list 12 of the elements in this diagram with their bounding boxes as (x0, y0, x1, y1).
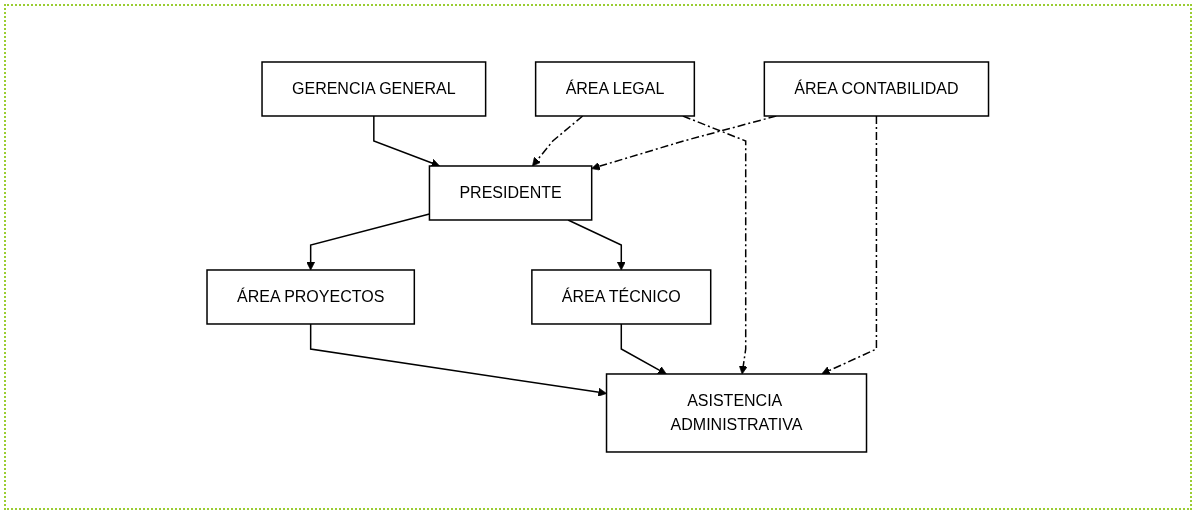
node-box: GERENCIA GENERAL (261, 61, 487, 117)
node-box: ÁREA CONTABILIDAD (763, 61, 990, 117)
node-box: ÁREA PROYECTOS (206, 269, 416, 325)
node-box: ÁREA LEGAL (535, 61, 696, 117)
node-box: PRESIDENTE (428, 165, 593, 221)
node-box: ASISTENCIA ADMINISTRATIVA (606, 373, 868, 453)
arrow (532, 115, 584, 167)
arrow (373, 115, 441, 168)
arrow (821, 115, 878, 375)
arrow (567, 219, 626, 271)
arrow (620, 323, 667, 375)
node-box: ÁREA TÉCNICO (531, 269, 712, 325)
